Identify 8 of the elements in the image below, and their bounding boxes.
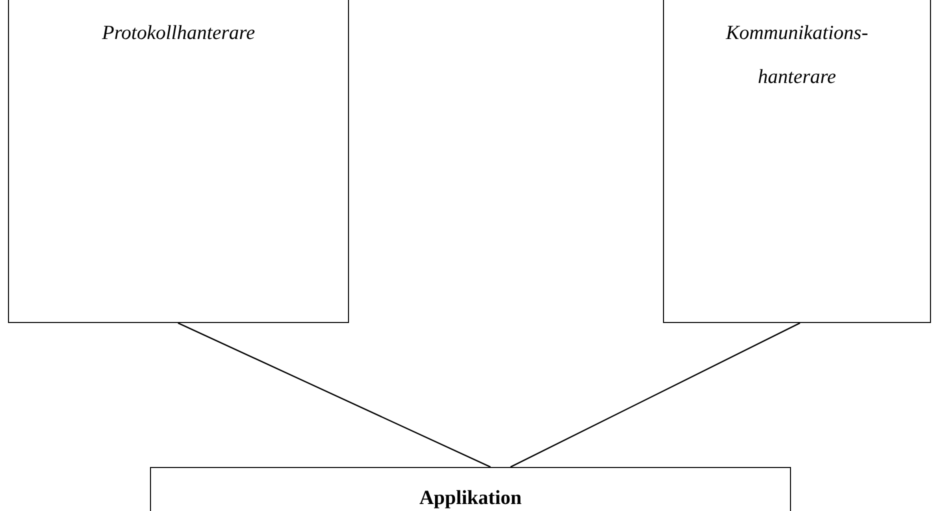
box-title: Applikation — [419, 486, 522, 511]
connector-line — [178, 322, 491, 468]
box-label: Kommunikations- hanterare — [724, 21, 870, 90]
process-box — [8, 0, 349, 323]
process-box — [663, 0, 931, 323]
box-label: Protokollhanterare — [102, 21, 255, 46]
connector-line — [510, 322, 800, 468]
process-box — [150, 467, 791, 511]
